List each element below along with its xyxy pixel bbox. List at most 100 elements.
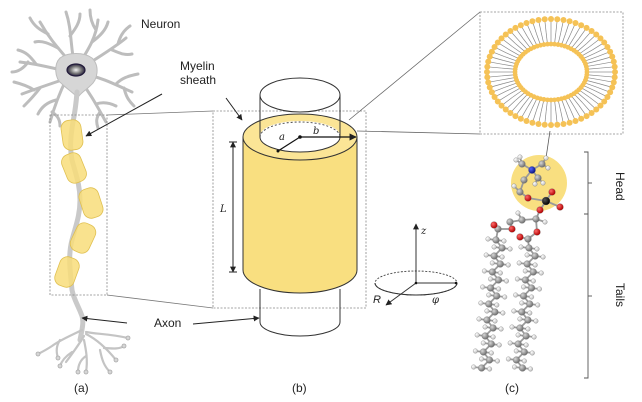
lipid-head-outer — [491, 93, 498, 100]
zoom-lines-b-c — [348, 11, 481, 135]
lipid-head-outer — [604, 44, 611, 51]
lipid-head-outer — [554, 16, 561, 23]
hydrogen-atom — [534, 246, 540, 252]
hydrogen-atom — [480, 284, 486, 290]
lipid-head-outer — [607, 48, 614, 55]
hydrogen-atom — [524, 252, 530, 258]
carbon-atom — [483, 316, 491, 324]
hydrogen-atom — [517, 316, 523, 322]
carbon-atom — [496, 260, 504, 268]
hydrogen-atom — [500, 310, 506, 316]
hydrogen-atom — [519, 300, 525, 306]
lipid-head-outer — [612, 69, 618, 75]
lipid-head-outer — [593, 106, 600, 113]
lipid-head-inner — [584, 66, 590, 72]
hydrogen-atom — [494, 302, 500, 308]
hydrogen-atom — [481, 268, 487, 274]
myelin-segment — [69, 222, 97, 254]
hydrogen-atom — [522, 268, 528, 274]
lipid-head-outer — [566, 119, 573, 126]
carbon-atom — [526, 300, 534, 308]
label-l: L — [219, 204, 227, 215]
hydrogen-atom — [529, 294, 535, 300]
lipid-head-outer — [578, 22, 585, 29]
hydrogen-atom — [502, 294, 508, 300]
hydrogen-atom — [471, 364, 477, 370]
carbon-atom — [524, 316, 532, 324]
myelin-segment — [61, 152, 87, 184]
hydrogen-atom — [495, 358, 500, 364]
hydrogen-atom — [515, 332, 521, 338]
lipid-head-outer — [601, 98, 608, 105]
lipid-head-outer — [609, 84, 616, 91]
hydrogen-atom — [499, 254, 505, 260]
hydrogen-atom — [528, 366, 533, 372]
panel-b-cylinder: a b L — [212, 77, 367, 337]
oxygen-atom — [524, 194, 532, 202]
axon-arrow-a — [81, 315, 128, 324]
caption-a: (a) — [74, 381, 89, 395]
hydrogen-atom — [511, 308, 517, 314]
lipid-head-outer — [610, 58, 617, 65]
hydrogen-atom — [515, 210, 521, 216]
label-a: a — [279, 132, 285, 143]
hydrogen-atom — [532, 181, 538, 187]
lipid-head-outer — [535, 120, 542, 127]
carbon-atom — [479, 348, 487, 356]
lipid-head-outer — [541, 16, 548, 23]
lipid-head-outer — [578, 115, 585, 122]
hydrogen-atom — [478, 300, 484, 306]
lipid-head-outer — [512, 113, 519, 120]
carbon-atom — [527, 284, 536, 292]
lipid-head-outer — [529, 18, 536, 25]
lipid-head-outer — [566, 18, 573, 25]
hydrogen-atom — [521, 358, 527, 364]
hydrogen-atom — [527, 310, 533, 316]
tails-bracket — [584, 213, 592, 379]
carbon-atom — [520, 292, 528, 300]
zoom-lines-a-b — [106, 110, 214, 309]
lipid-head-inner — [548, 97, 554, 103]
oxygen-atom — [533, 228, 541, 236]
lipid-head-outer — [583, 113, 590, 120]
hydrogen-atom — [491, 244, 497, 250]
carbon-atom — [531, 252, 539, 260]
hydrogen-atom — [543, 155, 549, 161]
carbon-atom — [478, 364, 486, 372]
phospholipid-molecule — [471, 154, 564, 372]
carbon-atom — [485, 300, 493, 308]
lipid-head-outer — [485, 79, 492, 86]
carbon-atom — [518, 364, 527, 372]
hydrogen-atom — [513, 348, 519, 354]
hydrogen-atom — [505, 262, 511, 268]
zoom-line-to-molecule — [545, 130, 551, 159]
hydrogen-atom — [511, 183, 517, 189]
hydrogen-atom — [530, 278, 536, 284]
hydrogen-atom — [538, 270, 544, 276]
lipid-head-outer — [541, 121, 548, 128]
axon-terminals — [36, 328, 130, 374]
hydrogen-atom — [474, 332, 480, 338]
phosphorus-atom — [541, 196, 551, 206]
oxygen-atom — [536, 206, 544, 214]
hydrogen-atom — [484, 308, 490, 314]
carbon-atom — [489, 324, 497, 332]
carbon-atom — [514, 340, 522, 348]
hydrogen-atom — [507, 246, 513, 252]
label-phi: φ — [432, 295, 439, 306]
hydrogen-atom — [533, 318, 539, 324]
hydrogen-atom — [540, 180, 546, 186]
carbon-atom — [512, 356, 520, 364]
hydrogen-atom — [514, 276, 520, 282]
zoom-box-c — [479, 11, 624, 135]
lipid-head-outer — [588, 28, 595, 35]
lipid-head-outer — [494, 39, 501, 46]
lipid-head-outer — [572, 117, 579, 124]
hydrogen-atom — [516, 260, 522, 266]
label-b: b — [313, 126, 319, 137]
oxygen-atom — [516, 233, 524, 241]
carbon-atom — [534, 174, 542, 182]
myelin-segment — [78, 187, 104, 219]
carbon-atom — [506, 218, 514, 226]
lipid-head-outer — [601, 39, 608, 46]
